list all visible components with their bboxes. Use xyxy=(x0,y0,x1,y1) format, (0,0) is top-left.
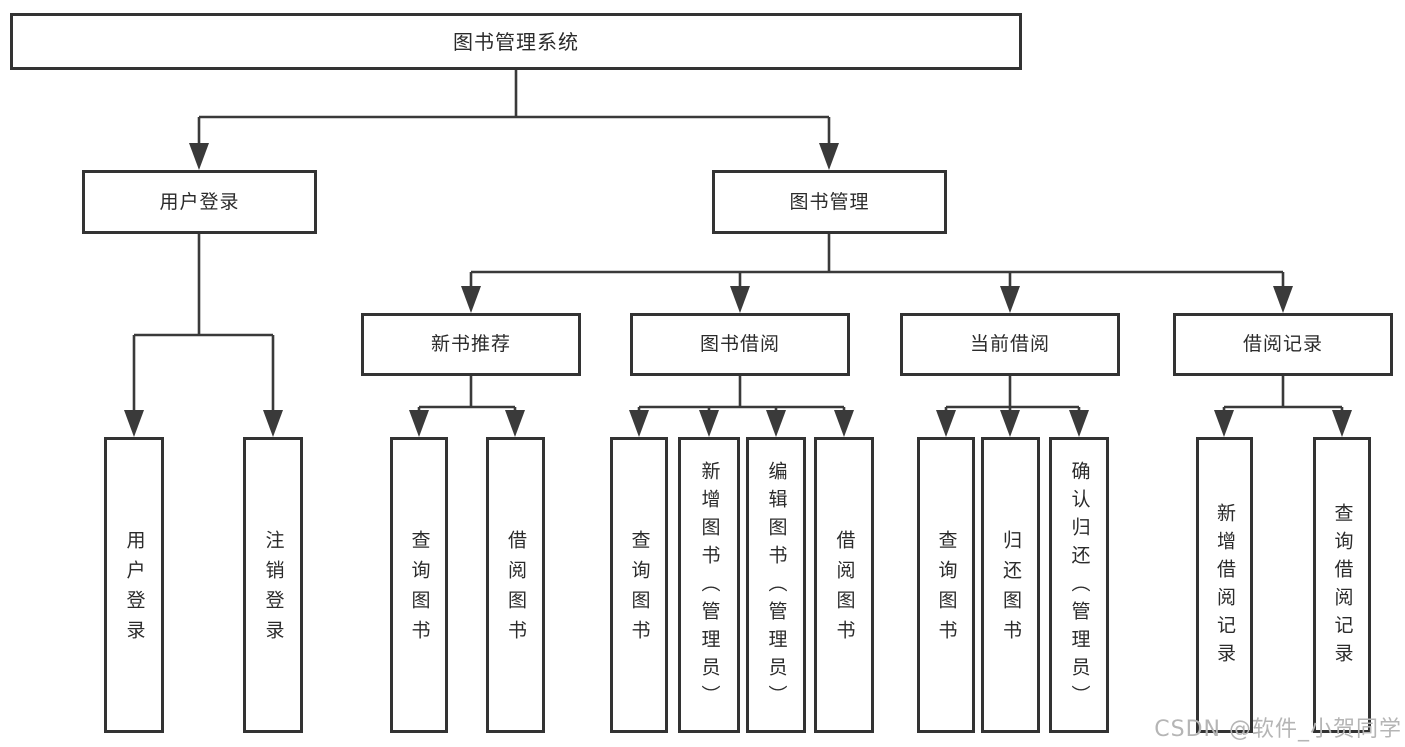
node-query-borrow-record: 查询借阅记录 xyxy=(1313,437,1371,733)
node-library-management-system: 图书管理系统 xyxy=(10,13,1022,70)
node-add-borrow-record: 新增借阅记录 xyxy=(1196,437,1253,733)
node-current-borrowing: 当前借阅 xyxy=(900,313,1120,376)
node-query-books-current: 查询图书 xyxy=(917,437,975,733)
node-add-books-admin: 新增图书（管理员） xyxy=(678,437,740,733)
node-edit-books-admin: 编辑图书（管理员） xyxy=(746,437,806,733)
node-query-books-recommend: 查询图书 xyxy=(390,437,448,733)
node-logout: 注销登录 xyxy=(243,437,303,733)
node-borrow-books-leaf: 借阅图书 xyxy=(814,437,874,733)
node-new-book-recommendation: 新书推荐 xyxy=(361,313,581,376)
node-user-login: 用户登录 xyxy=(82,170,317,234)
node-book-management: 图书管理 xyxy=(712,170,947,234)
node-book-borrowing: 图书借阅 xyxy=(630,313,850,376)
node-borrowing-records: 借阅记录 xyxy=(1173,313,1393,376)
node-confirm-return-admin: 确认归还（管理员） xyxy=(1049,437,1109,733)
watermark: CSDN @软件_小贺同学 xyxy=(1154,717,1402,742)
node-user-login-leaf: 用户登录 xyxy=(104,437,164,733)
node-query-books-borrow: 查询图书 xyxy=(610,437,668,733)
arrowhead-group xyxy=(124,143,1352,437)
node-borrow-books-recommend: 借阅图书 xyxy=(486,437,545,733)
node-return-books: 归还图书 xyxy=(981,437,1040,733)
